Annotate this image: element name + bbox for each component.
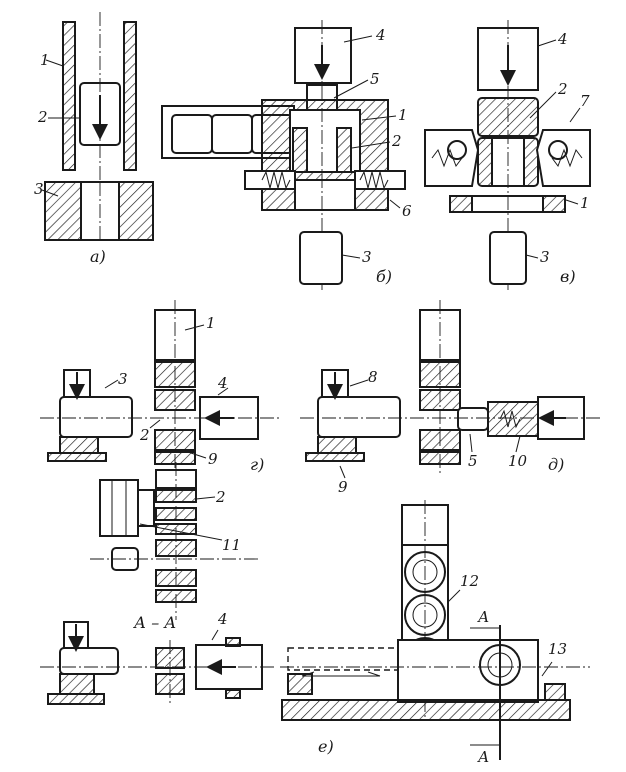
label-b-1: 1 (398, 106, 408, 124)
section-mark-top: А (477, 608, 489, 626)
label-d-8: 8 (368, 368, 378, 386)
label-g-1: 1 (206, 314, 216, 332)
section-detail (90, 462, 260, 620)
label-g-9: 9 (208, 450, 218, 468)
label-b-4: 4 (375, 26, 386, 44)
label-s-11: 11 (222, 536, 241, 554)
base-plate (281, 699, 571, 721)
label-g-3: 3 (118, 370, 128, 388)
panel-a (41, 12, 154, 241)
panel-b (161, 20, 406, 290)
pusher-3 (59, 396, 133, 438)
label-a-3: 3 (34, 180, 44, 198)
label-a-1: 1 (40, 51, 50, 69)
label-g-2: 2 (139, 426, 150, 444)
caption-e: е) (318, 737, 334, 756)
label-b-3: 3 (362, 248, 372, 266)
label-b-5: 5 (370, 70, 380, 88)
label-v-2: 2 (557, 80, 568, 98)
panel-g (40, 300, 280, 475)
panel-e (40, 500, 590, 760)
label-e-12: 12 (460, 572, 479, 590)
label-g-4: 4 (217, 374, 228, 392)
section-mark-bottom: А (477, 748, 489, 766)
caption-a: а) (90, 247, 106, 266)
label-v-7: 7 (580, 92, 590, 110)
label-v-1: 1 (580, 194, 590, 212)
panel-d (300, 300, 600, 479)
caption-v: в) (560, 267, 576, 286)
label-b-2: 2 (391, 132, 402, 150)
label-e-13: 13 (548, 640, 567, 658)
section-label: А – А (133, 613, 176, 632)
label-v-3: 3 (540, 248, 550, 266)
ejector-3 (299, 231, 343, 285)
label-d-10: 10 (508, 452, 528, 470)
ejector-3v (489, 231, 527, 285)
caption-d: д) (548, 455, 564, 474)
label-d-5: 5 (468, 452, 478, 470)
caption-b: б) (376, 267, 392, 286)
label-b-6: 6 (402, 202, 412, 220)
pusher-8 (317, 396, 401, 438)
tube-wall-right (123, 21, 137, 171)
label-a-2: 2 (37, 108, 48, 126)
label-s-2: 2 (215, 488, 226, 506)
label-d-9: 9 (338, 478, 348, 496)
panel-v (424, 20, 591, 290)
tube-wall-left (62, 21, 76, 171)
label-e-4: 4 (217, 610, 228, 628)
caption-g: г) (250, 455, 264, 474)
label-v-4: 4 (557, 30, 568, 48)
